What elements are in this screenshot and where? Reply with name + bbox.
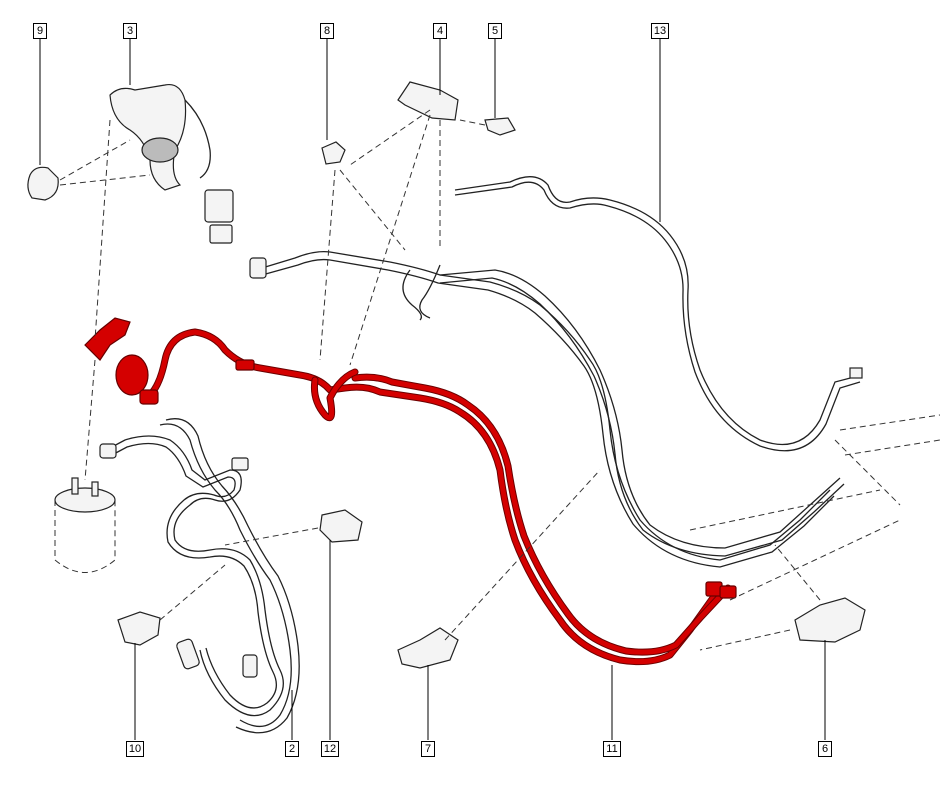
label-5: 5 <box>488 23 502 39</box>
label-6: 6 <box>818 741 832 757</box>
label-7: 7 <box>421 741 435 757</box>
clip-12 <box>319 509 363 543</box>
label-9: 9 <box>33 23 47 39</box>
label-2: 2 <box>285 741 299 757</box>
label-3: 3 <box>123 23 137 39</box>
label-13: 13 <box>651 23 669 39</box>
label-11: 11 <box>603 741 621 757</box>
label-12: 12 <box>321 741 339 757</box>
clip-6 <box>794 597 866 643</box>
pipe-13 <box>454 176 863 452</box>
pipe-2 <box>99 418 300 734</box>
fuel-filter-3 <box>109 83 267 279</box>
assembly-lines <box>59 109 940 651</box>
fuel-filter-canister <box>54 477 116 573</box>
label-8: 8 <box>320 23 334 39</box>
bracket-4 <box>397 81 459 121</box>
clip-8 <box>321 141 346 165</box>
leader-lines <box>39 38 826 740</box>
clip-9 <box>27 166 59 201</box>
bolt-5 <box>484 117 516 136</box>
upper-pipe-bundle <box>261 250 845 568</box>
pipe-11-highlighted <box>84 317 737 666</box>
clip-10 <box>117 611 161 646</box>
label-4: 4 <box>433 23 447 39</box>
label-10: 10 <box>126 741 144 757</box>
clip-7 <box>397 627 459 669</box>
